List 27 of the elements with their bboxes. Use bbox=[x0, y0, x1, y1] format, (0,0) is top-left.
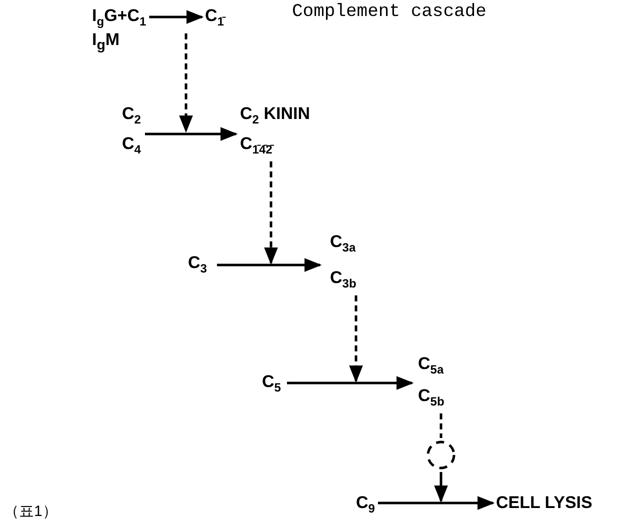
figure-number: （표1） bbox=[4, 502, 58, 521]
component-label: C$_{4}$ bbox=[122, 134, 141, 160]
component-label: I$_{g}$M bbox=[92, 30, 120, 54]
component-label: C$_{9}$ bbox=[356, 493, 375, 518]
component-label: C$_{3b}$ bbox=[330, 268, 356, 294]
dashed-circle bbox=[426, 440, 456, 470]
arrow bbox=[286, 376, 414, 390]
title: Complement cascade bbox=[292, 2, 486, 22]
component-label: C$_{2}$ bbox=[122, 104, 141, 130]
component-label: C$_{5b}$ bbox=[418, 386, 444, 412]
arrow bbox=[349, 295, 363, 383]
arrow bbox=[264, 161, 278, 265]
arrow bbox=[149, 10, 204, 24]
component-label: C$_{5a}$ bbox=[418, 354, 444, 380]
component-label: C$_{3a}$ bbox=[330, 232, 356, 258]
arrow bbox=[179, 33, 193, 133]
arrow bbox=[216, 258, 322, 272]
component-label: C$_{3}$ bbox=[188, 253, 207, 278]
component-label: C$_{1̄}$ bbox=[205, 6, 224, 32]
component-label: I$_{g}$G+C$_{1}$ bbox=[92, 6, 146, 32]
arrow bbox=[378, 496, 495, 510]
component-label: C$_{1̄4̄2̄}$ bbox=[240, 134, 272, 160]
component-label: C$_{5}$ bbox=[262, 372, 281, 398]
component-label: C$_{2}$ KININ bbox=[240, 104, 310, 130]
arrow bbox=[434, 472, 448, 503]
component-label: CELL LYSIS bbox=[496, 493, 592, 513]
arrow bbox=[144, 127, 238, 141]
